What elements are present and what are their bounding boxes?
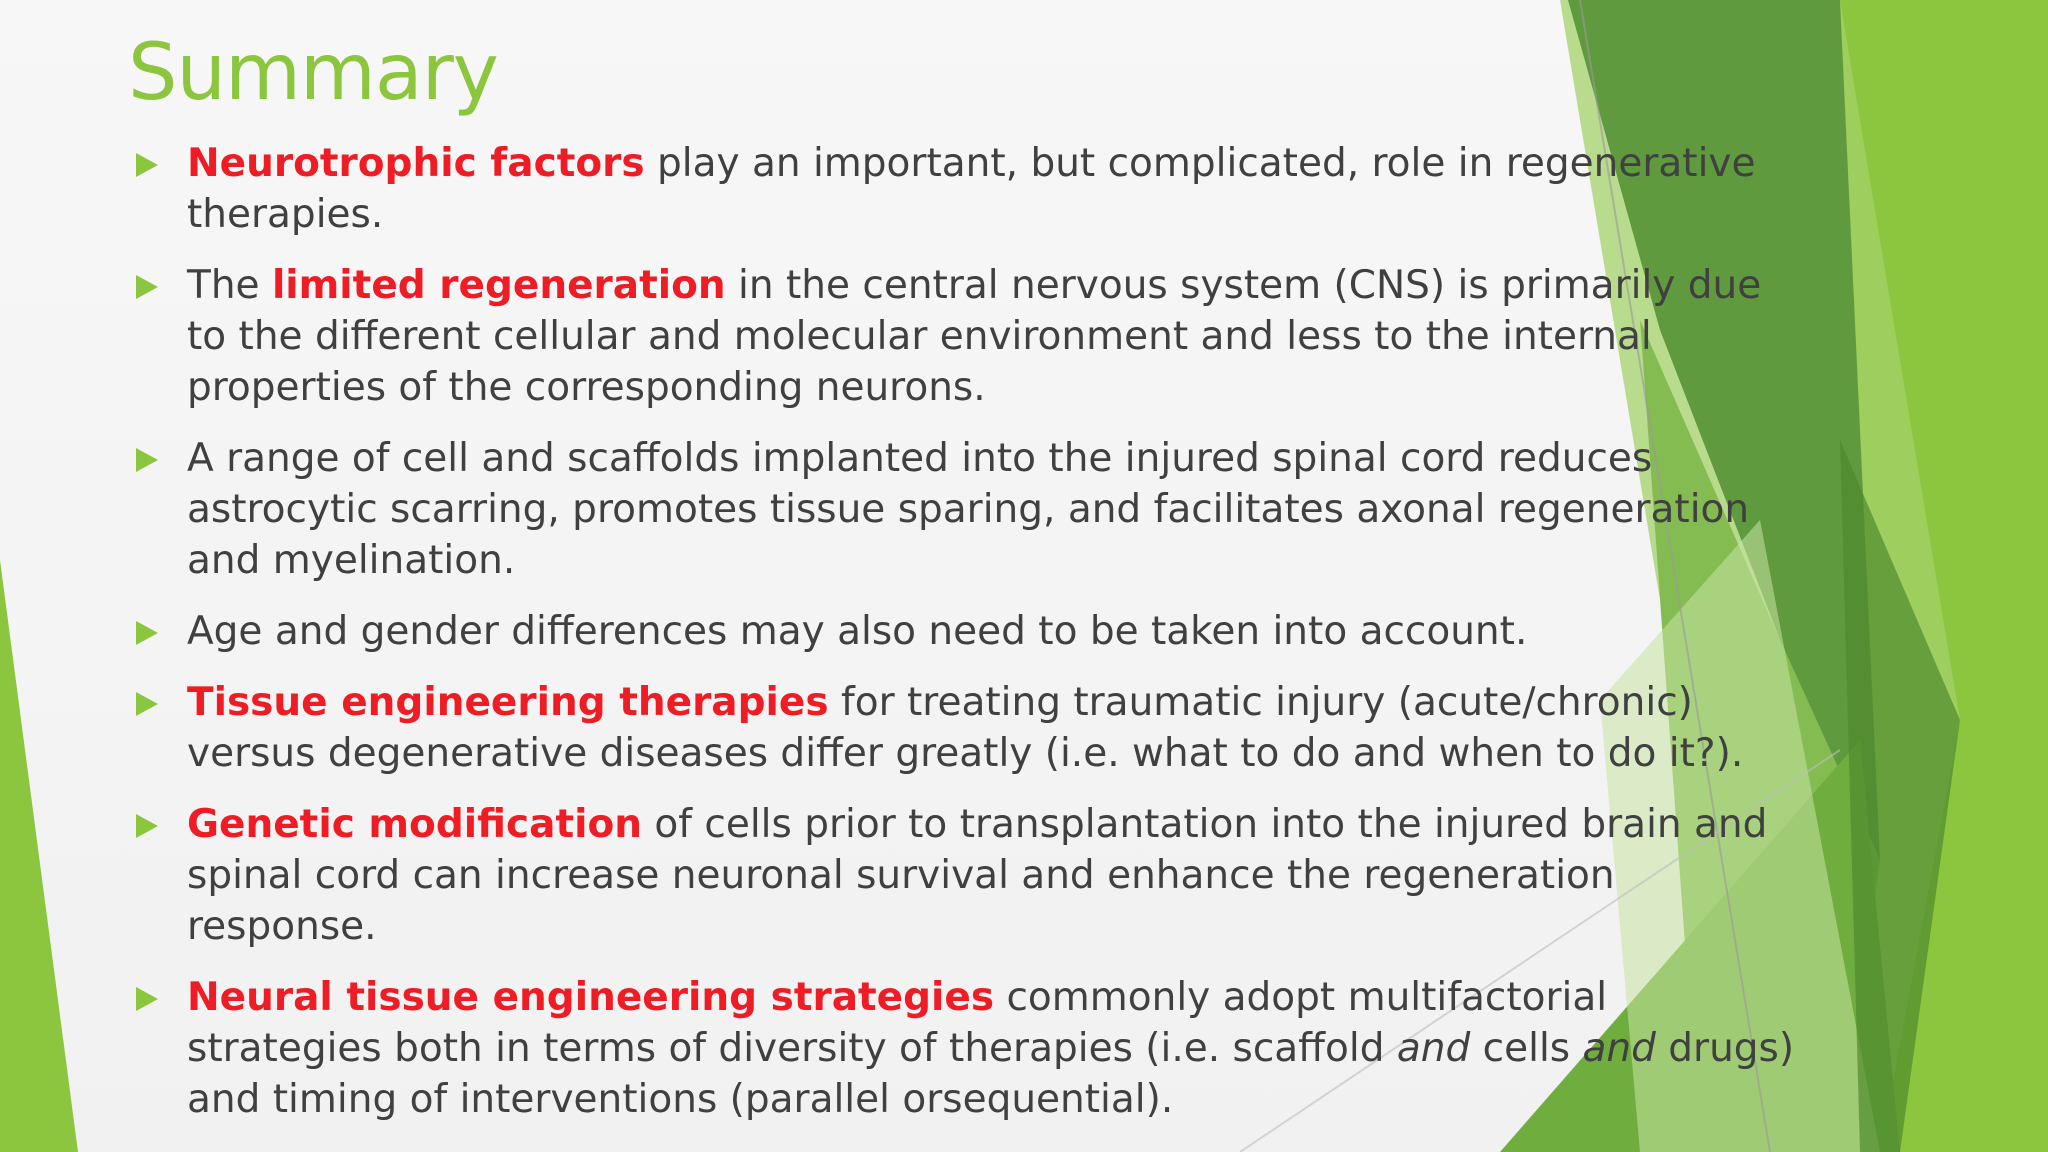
triangle-right-icon xyxy=(136,814,158,838)
bullet-text: A range of cell and scaffolds implanted … xyxy=(187,436,1750,583)
bullet-item-tissue-engineering: Tissue engineering therapies for treatin… xyxy=(128,677,1808,779)
triangle-right-icon xyxy=(136,448,158,472)
triangle-right-icon xyxy=(136,153,158,177)
bullet-text: for treating traumatic injury (acute/chr… xyxy=(187,680,1744,776)
slide-title: Summary xyxy=(128,28,499,118)
facet-shadow xyxy=(1840,440,1960,1152)
bullet-emphasis: Neural tissue engineering strategies xyxy=(187,975,995,1020)
thin-line-1 xyxy=(1579,0,1771,1152)
bullet-text: in the central nervous system (CNS) is p… xyxy=(187,263,1762,410)
bullet-text-mid: cells xyxy=(1470,1026,1583,1071)
triangle-right-icon xyxy=(136,621,158,645)
bullet-item-neural-strategies: Neural tissue engineering strategies com… xyxy=(128,972,1808,1125)
bullet-text: commonly adopt multifactorial strategies… xyxy=(187,975,1608,1071)
bullet-emphasis: Tissue engineering therapies xyxy=(187,680,829,725)
bullet-emphasis: limited regeneration xyxy=(271,263,726,308)
bullet-italic: and xyxy=(1396,1026,1471,1071)
bullet-emphasis: Genetic modification xyxy=(187,802,643,847)
left-accent-shape xyxy=(0,560,78,1152)
bullet-text-tail: drugs) and timing of interventions (para… xyxy=(187,1026,1795,1122)
bullet-prefix: The xyxy=(187,263,272,308)
triangle-right-icon xyxy=(136,987,158,1011)
bullet-emphasis: Neurotrophic factors xyxy=(187,141,645,186)
bullet-item-cell-scaffolds: A range of cell and scaffolds implanted … xyxy=(128,433,1808,586)
bullet-item-limited-regeneration: The limited regeneration in the central … xyxy=(128,260,1808,413)
bullet-text: play an important, but complicated, role… xyxy=(187,141,1756,237)
triangle-right-icon xyxy=(136,275,158,299)
bullet-text: of cells prior to transplantation into t… xyxy=(187,802,1768,949)
thin-line-2 xyxy=(1239,749,1841,1152)
bullet-italic: and xyxy=(1582,1026,1656,1071)
bullet-item-age-gender: Age and gender differences may also need… xyxy=(128,606,1808,657)
bullet-text: Age and gender differences may also need… xyxy=(187,609,1528,654)
bullet-list: Neurotrophic factors play an important, … xyxy=(128,138,1808,1145)
facet-dark xyxy=(1568,0,1880,860)
facet-pale xyxy=(1600,520,1880,1152)
bullet-item-genetic-modification: Genetic modification of cells prior to t… xyxy=(128,799,1808,952)
triangle-right-icon xyxy=(136,692,158,716)
bullet-item-neurotrophic: Neurotrophic factors play an important, … xyxy=(128,138,1808,240)
